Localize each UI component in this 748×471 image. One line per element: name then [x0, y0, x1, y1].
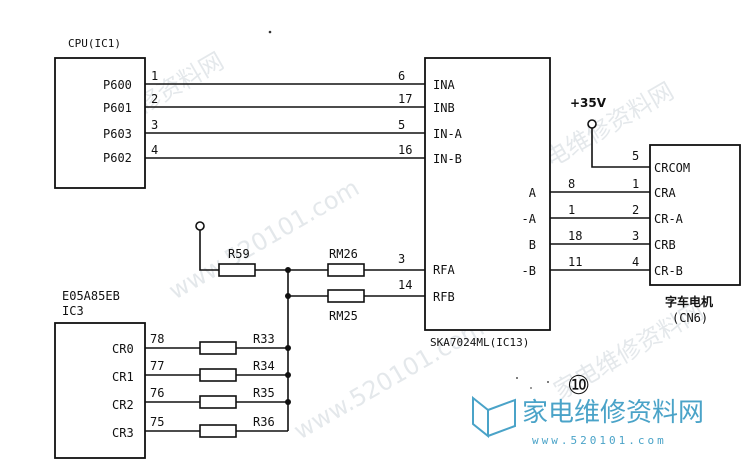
cpu-pin-label: P600	[103, 78, 132, 92]
scan-speck	[547, 381, 549, 383]
cpu-pin-label: P603	[103, 127, 132, 141]
junction-dot	[285, 399, 291, 405]
resistor-label-r36: R36	[253, 415, 275, 429]
driver-out-pin: 11	[568, 255, 582, 269]
resistor-label-rm25: RM25	[329, 309, 358, 323]
driver-pin-in-a: IN-A	[433, 127, 463, 141]
junction-dot	[285, 267, 291, 273]
supply-35v: +35V 5	[570, 96, 650, 168]
ic3-resistor-ladder: 78 R33 77 R34 76 R35 75 R36	[145, 332, 291, 438]
driver-out-pin: 18	[568, 229, 582, 243]
resistor-r59	[218, 263, 256, 277]
driver-pin-number: 16	[398, 143, 412, 157]
cpu-pins: P600 P601 P603 P602	[103, 78, 132, 165]
driver-pin-ina: INA	[433, 78, 455, 92]
figure-number: ⑩	[567, 371, 590, 401]
logo-url: www.520101.com	[532, 434, 667, 447]
cpu-pin-number: 2	[151, 92, 158, 106]
watermark-tile-3: www.520101.com	[289, 314, 489, 446]
cpu-pin-number: 1	[151, 69, 158, 83]
cn6-pin-crcom: CRCOM	[654, 161, 690, 175]
supply-label: +35V	[570, 96, 607, 110]
logo-text: 家电维修资料网	[522, 398, 704, 428]
driver-out-b: B	[529, 238, 536, 252]
ic3-pin-number: 75	[150, 415, 164, 429]
ic3-pin-label: CR1	[112, 370, 134, 384]
driver-out-neg-a: -A	[522, 212, 537, 226]
resistor-r35	[199, 395, 237, 409]
watermark-tile-2: www.520101.com	[164, 174, 364, 306]
site-logo: 家电维修资料网 www.520101.com	[472, 395, 704, 447]
ic3-pin-label: CR2	[112, 398, 134, 412]
ref-terminal-icon	[195, 221, 205, 231]
cpu-pin-label: P602	[103, 151, 132, 165]
ic3-pins: CR0 CR1 CR2 CR3	[112, 342, 134, 440]
driver-title: SKA7024ML(IC13)	[430, 336, 529, 349]
cn6-pin-cr-b: CR-B	[654, 264, 683, 278]
driver-pin-rfb: RFB	[433, 290, 455, 304]
scan-speck	[516, 377, 518, 379]
ic3-pin-label: CR0	[112, 342, 134, 356]
resistor-rm26	[327, 263, 365, 277]
resistor-label-rm26: RM26	[329, 247, 358, 261]
supply-terminal-icon	[587, 119, 597, 129]
cn6-pin-number: 1	[632, 177, 639, 191]
cn6-title: 字车电机	[665, 294, 713, 309]
ic3-pin-label: CR3	[112, 426, 134, 440]
cn6-pin-cr-a: CR-A	[654, 212, 684, 226]
cn6-pin-crb: CRB	[654, 238, 676, 252]
cn6-subtitle: (CN6)	[672, 311, 708, 325]
resistor-r33	[199, 341, 237, 355]
cpu-title: CPU(IC1)	[68, 37, 121, 50]
cn6-pin-number: 3	[632, 229, 639, 243]
cpu-pin-number: 4	[151, 143, 158, 157]
ic3-pin-number: 78	[150, 332, 164, 346]
rfb-pin-number: 14	[398, 278, 412, 292]
gate-array-title: E05A85EB	[62, 289, 120, 303]
ic3-pin-number: 77	[150, 359, 164, 373]
driver-ic13-box	[424, 57, 551, 331]
driver-out-pin: 8	[568, 177, 575, 191]
driver-pin-in-b: IN-B	[433, 152, 462, 166]
resistor-label-r35: R35	[253, 386, 275, 400]
resistor-label-r34: R34	[253, 359, 275, 373]
resistor-rm25	[327, 289, 365, 303]
logo-book-icon	[472, 395, 489, 439]
scan-speck	[530, 387, 532, 389]
cn6-pin-cra: CRA	[654, 186, 676, 200]
wire-35v-crcom	[591, 128, 650, 168]
junction-dot	[285, 372, 291, 378]
ic3-pin-number: 76	[150, 386, 164, 400]
driver-out-a: A	[529, 186, 537, 200]
wire-ref-r59	[199, 230, 219, 271]
cpu-pin-number: 3	[151, 118, 158, 132]
resistor-label-r59: R59	[228, 247, 250, 261]
cpu-bus-wires: 1 2 3 4 6 17 5 16	[145, 69, 425, 159]
cn6-pin-number: 4	[632, 255, 639, 269]
driver-pin-rfa: RFA	[433, 263, 455, 277]
resistor-label-r33: R33	[253, 332, 275, 346]
driver-out-neg-b: -B	[522, 264, 536, 278]
gate-array-subtitle: IC3	[62, 304, 84, 318]
cpu-pin-label: P601	[103, 101, 132, 115]
resistor-r34	[199, 368, 237, 382]
cn6-pin-number: 2	[632, 203, 639, 217]
driver-pin-number: 17	[398, 92, 412, 106]
resistor-r36	[199, 424, 237, 438]
logo-book-page-icon	[487, 398, 516, 437]
cpu-ic1-box	[54, 57, 146, 189]
driver-out-pin: 1	[568, 203, 575, 217]
ic3-box	[54, 322, 146, 459]
driver-pin-number: 5	[398, 118, 405, 132]
driver-pin-inb: INB	[433, 101, 455, 115]
rfa-pin-number: 3	[398, 252, 405, 266]
driver-pin-number: 6	[398, 69, 405, 83]
junction-dot	[285, 345, 291, 351]
motor-output-wires: 8 1 18 11 1 2 3 4	[550, 177, 650, 271]
cn6-pin-number: 5	[632, 149, 639, 163]
scan-speck	[268, 30, 272, 34]
cn6-connector-box	[649, 144, 741, 286]
